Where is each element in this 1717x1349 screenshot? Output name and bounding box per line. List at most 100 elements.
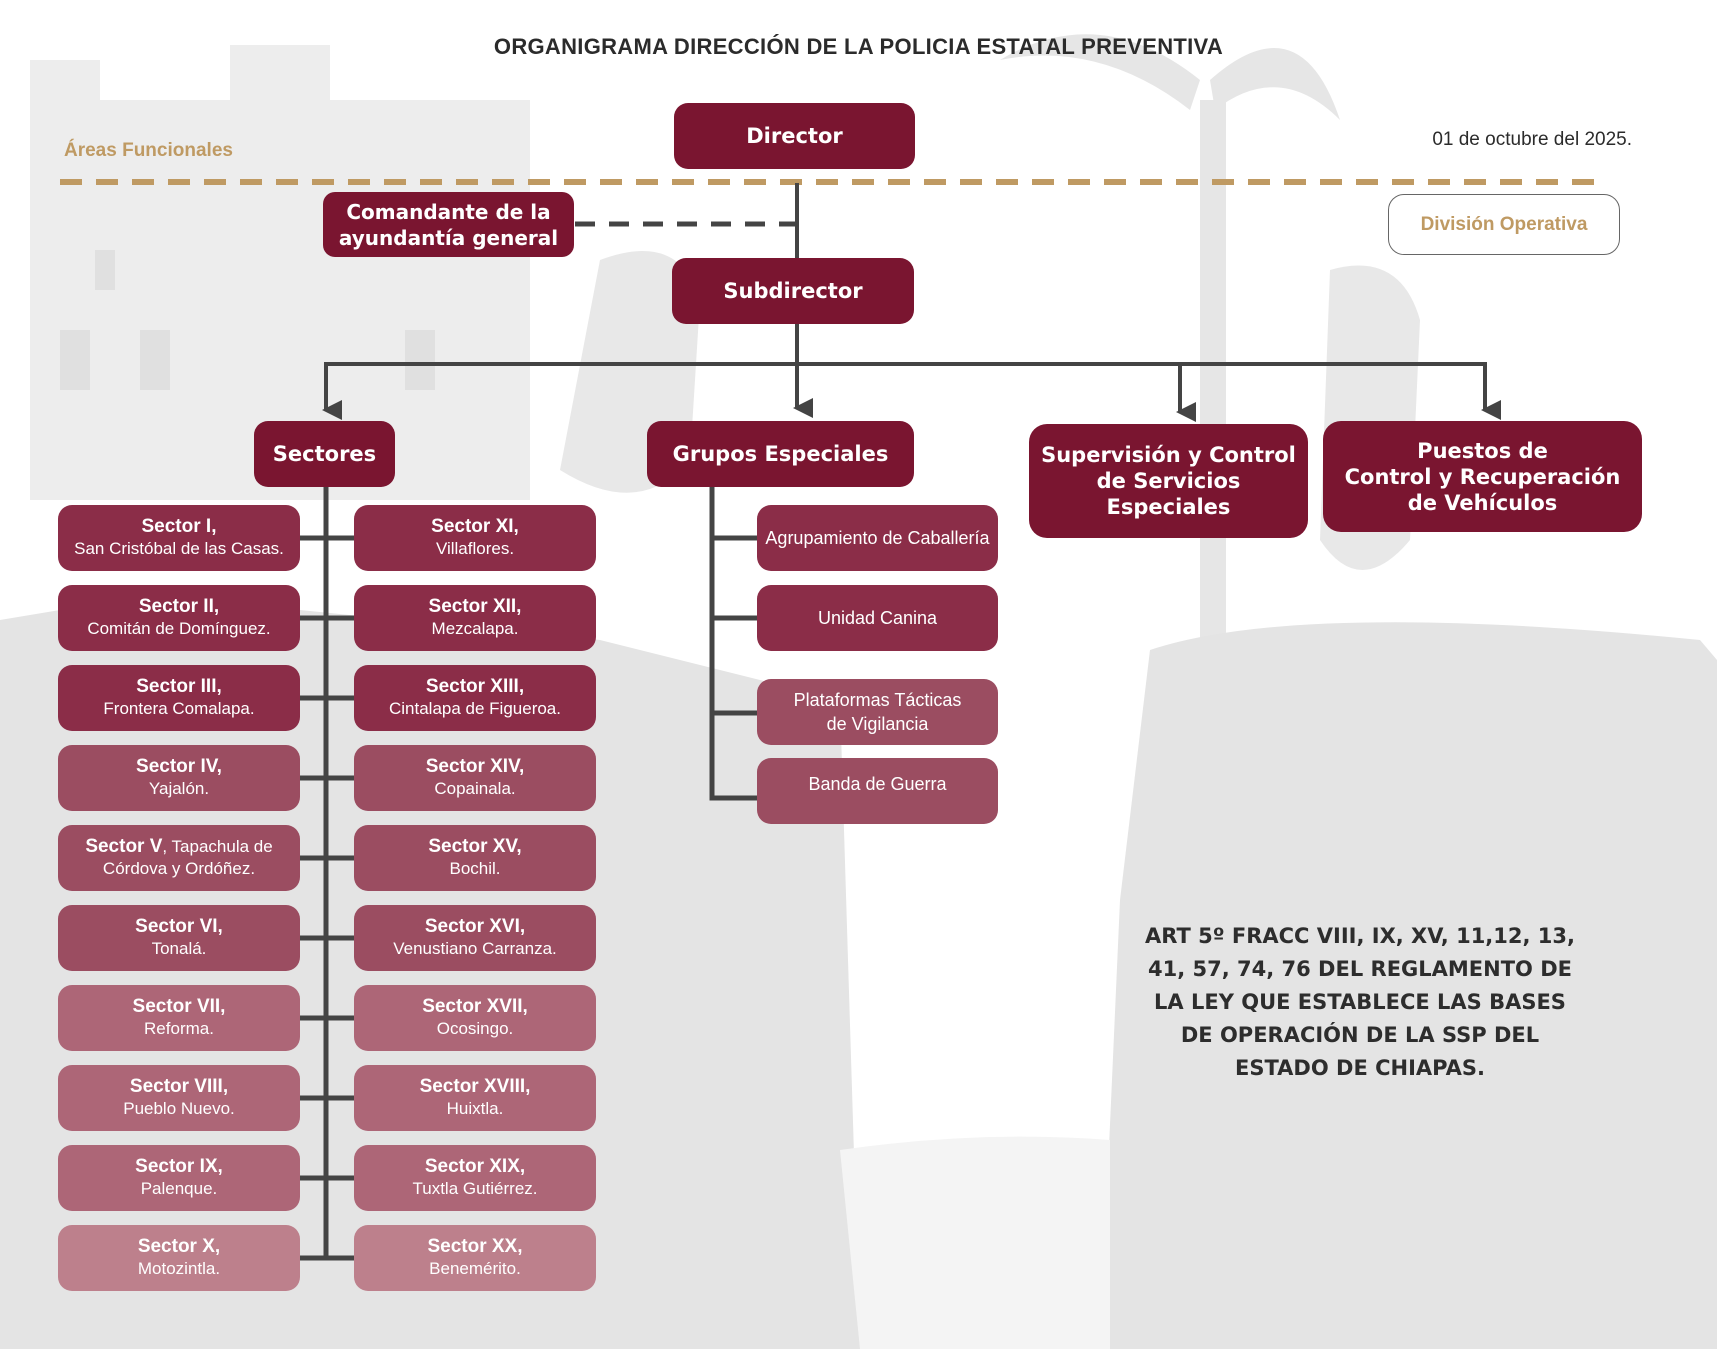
sector-place: San Cristóbal de las Casas. (74, 539, 284, 558)
sector-box[interactable]: Sector XI,Villaflores. (354, 505, 596, 571)
sector-place: Benemérito. (429, 1259, 521, 1278)
grupo-item-banda[interactable]: Banda de Guerra (757, 758, 998, 824)
director-box[interactable]: Director (674, 103, 915, 169)
sector-place: Cintalapa de Figueroa. (388, 699, 561, 718)
sector-name: Sector XII, (428, 596, 522, 617)
sector-place: Reforma. (144, 1019, 214, 1038)
sector-name-line: Sector XV, (428, 836, 521, 858)
sector-name-line: Sector XIV, (426, 756, 525, 778)
sector-place: Palenque. (140, 1179, 218, 1198)
sector-place: Bochil. (449, 859, 501, 878)
supervision-label-line3: Especiales (1106, 495, 1231, 519)
sector-box[interactable]: Sector VI,Tonalá. (58, 905, 300, 971)
sector-place: Ocosingo. (436, 1019, 514, 1038)
sector-box[interactable]: Sector XVI, Venustiano Carranza. (354, 905, 596, 971)
supervision-box[interactable]: Supervisión y Control de Servicios Espec… (1029, 424, 1308, 538)
sector-name-line: Sector III, (136, 676, 222, 698)
supervision-label-line1: Supervisión y Control (1041, 443, 1296, 467)
sector-name: Sector III, (136, 676, 222, 697)
sector-name: Sector VII, (132, 996, 226, 1017)
puestos-label-line3: de Vehículos (1407, 490, 1558, 515)
sector-place: Frontera Comalapa. (103, 699, 255, 718)
comandante-box[interactable]: Comandante de la ayundantía general (323, 192, 574, 257)
grupos-label: Grupos Especiales (672, 442, 889, 466)
legal-line: DE OPERACIÓN DE LA SSP DEL (1180, 1023, 1540, 1047)
sector-name: Sector VIII, (129, 1076, 229, 1097)
grupo-item-canina[interactable]: Unidad Canina (757, 585, 998, 651)
sector-box[interactable]: Sector IV, Yajalón. (58, 745, 300, 811)
sector-name: Sector I, (141, 516, 217, 537)
sector-name-line: Sector XII, (429, 596, 522, 618)
sector-name-line: Sector XIX, (425, 1156, 525, 1178)
sector-box[interactable]: Sector XVIII, Huixtla. (354, 1065, 596, 1131)
sector-name-line: Sector VII, (133, 996, 226, 1018)
sector-place: Pueblo Nuevo. (123, 1099, 235, 1118)
sector-box[interactable]: Sector XX, Benemérito. (354, 1225, 596, 1291)
subdirector-box[interactable]: Subdirector (672, 258, 914, 324)
supervision-label-line2: de Servicios (1096, 469, 1241, 493)
sector-name: Sector XIX, (424, 1156, 526, 1177)
sector-name: Sector VI, (135, 916, 223, 937)
sector-name: Sector IX, (135, 1156, 223, 1177)
sector-box[interactable]: Sector VII, Reforma. (58, 985, 300, 1051)
sector-name: Sector XX, (427, 1236, 523, 1257)
sector-name-line: Sector XVII, (422, 996, 528, 1018)
sector-box[interactable]: Sector V, Tapachula de Córdova y Ordóñez. (58, 825, 300, 891)
comandante-label-line2: ayundantía general (338, 225, 559, 250)
puestos-label-line2: Control y Recuperación (1344, 464, 1621, 489)
sector-place: Córdova y Ordóñez. (102, 859, 256, 878)
sector-name: Sector XVII, (422, 996, 528, 1017)
sector-place: Villaflores. (435, 539, 515, 558)
sector-name: Sector IV, (136, 756, 222, 777)
sector-box[interactable]: Sector II,Comitán de Domínguez. (58, 585, 300, 651)
puestos-label-line1: Puestos de (1417, 438, 1548, 463)
sector-name-line: Sector VIII, (130, 1076, 228, 1098)
sector-name-line: Sector IX, (135, 1156, 223, 1178)
sectores-box[interactable]: Sectores (254, 421, 395, 487)
grupo-item-label-line2: de Vigilancia (826, 714, 929, 734)
sector-name-line: Sector XIII, (426, 676, 524, 698)
palm-tree-illustration (1000, 34, 1340, 660)
sector-name: Sector XVI, (424, 916, 526, 937)
sector-box[interactable]: Sector I, San Cristóbal de las Casas. (58, 505, 300, 571)
sector-name-line: Sector I, (142, 516, 217, 538)
grupos-especiales-box[interactable]: Grupos Especiales (647, 421, 914, 487)
sector-box[interactable]: Sector VIII, Pueblo Nuevo. (58, 1065, 300, 1131)
legal-line: LA LEY QUE ESTABLECE LAS BASES (1154, 990, 1566, 1014)
sector-place-inline: , Tapachula de (162, 837, 273, 856)
sector-box[interactable]: Sector XII, Mezcalapa. (354, 585, 596, 651)
page-title: ORGANIGRAMA DIRECCIÓN DE LA POLICIA ESTA… (493, 34, 1224, 59)
sector-place: Mezcalapa. (431, 619, 519, 638)
sector-name-line: Sector X, (138, 1236, 220, 1258)
comandante-label-line1: Comandante de la (346, 199, 551, 224)
sector-name-line: Sector VI, (135, 916, 223, 938)
sector-box[interactable]: Sector XVII, Ocosingo. (354, 985, 596, 1051)
sector-box[interactable]: Sector XIV,Copainala. (354, 745, 596, 811)
sector-box[interactable]: Sector XV,Bochil. (354, 825, 596, 891)
sector-box[interactable]: Sector X,Motozintla. (58, 1225, 300, 1291)
grupos-bracket (709, 487, 757, 801)
sector-name-line: Sector IV, (136, 756, 222, 778)
castle-windows (60, 250, 435, 390)
grupo-item-plataformas[interactable]: Plataformas Tácticas de Vigilancia (757, 679, 998, 745)
sector-box[interactable]: Sector XIII, Cintalapa de Figueroa. (354, 665, 596, 731)
grupo-item-label: Unidad Canina (817, 608, 938, 628)
sector-name: Sector V (85, 836, 163, 857)
sector-box[interactable]: Sector IX, Palenque. (58, 1145, 300, 1211)
sector-name-line: Sector XVIII, (420, 1076, 531, 1098)
date-label: 01 de octubre del 2025. (1432, 129, 1632, 150)
legal-line: 41, 57, 74, 76 DEL REGLAMENTO DE (1147, 957, 1572, 981)
sector-place: Yajalón. (148, 779, 210, 798)
sector-place: Copainala. (434, 779, 516, 798)
grupo-item-caballeria[interactable]: Agrupamiento de Caballería (757, 505, 998, 571)
sector-place: Venustiano Carranza. (393, 939, 557, 958)
subdirector-label: Subdirector (723, 279, 863, 303)
sector-name: Sector XIII, (425, 676, 525, 697)
sector-name: Sector II, (138, 596, 220, 617)
sector-box[interactable]: Sector III, Frontera Comalapa. (58, 665, 300, 731)
sector-name: Sector XVIII, (419, 1076, 531, 1097)
puestos-box[interactable]: Puestos de Control y Recuperación de Veh… (1323, 421, 1642, 532)
sector-box[interactable]: Sector XIX,Tuxtla Gutiérrez. (354, 1145, 596, 1211)
sector-place: Huixtla. (446, 1099, 504, 1118)
